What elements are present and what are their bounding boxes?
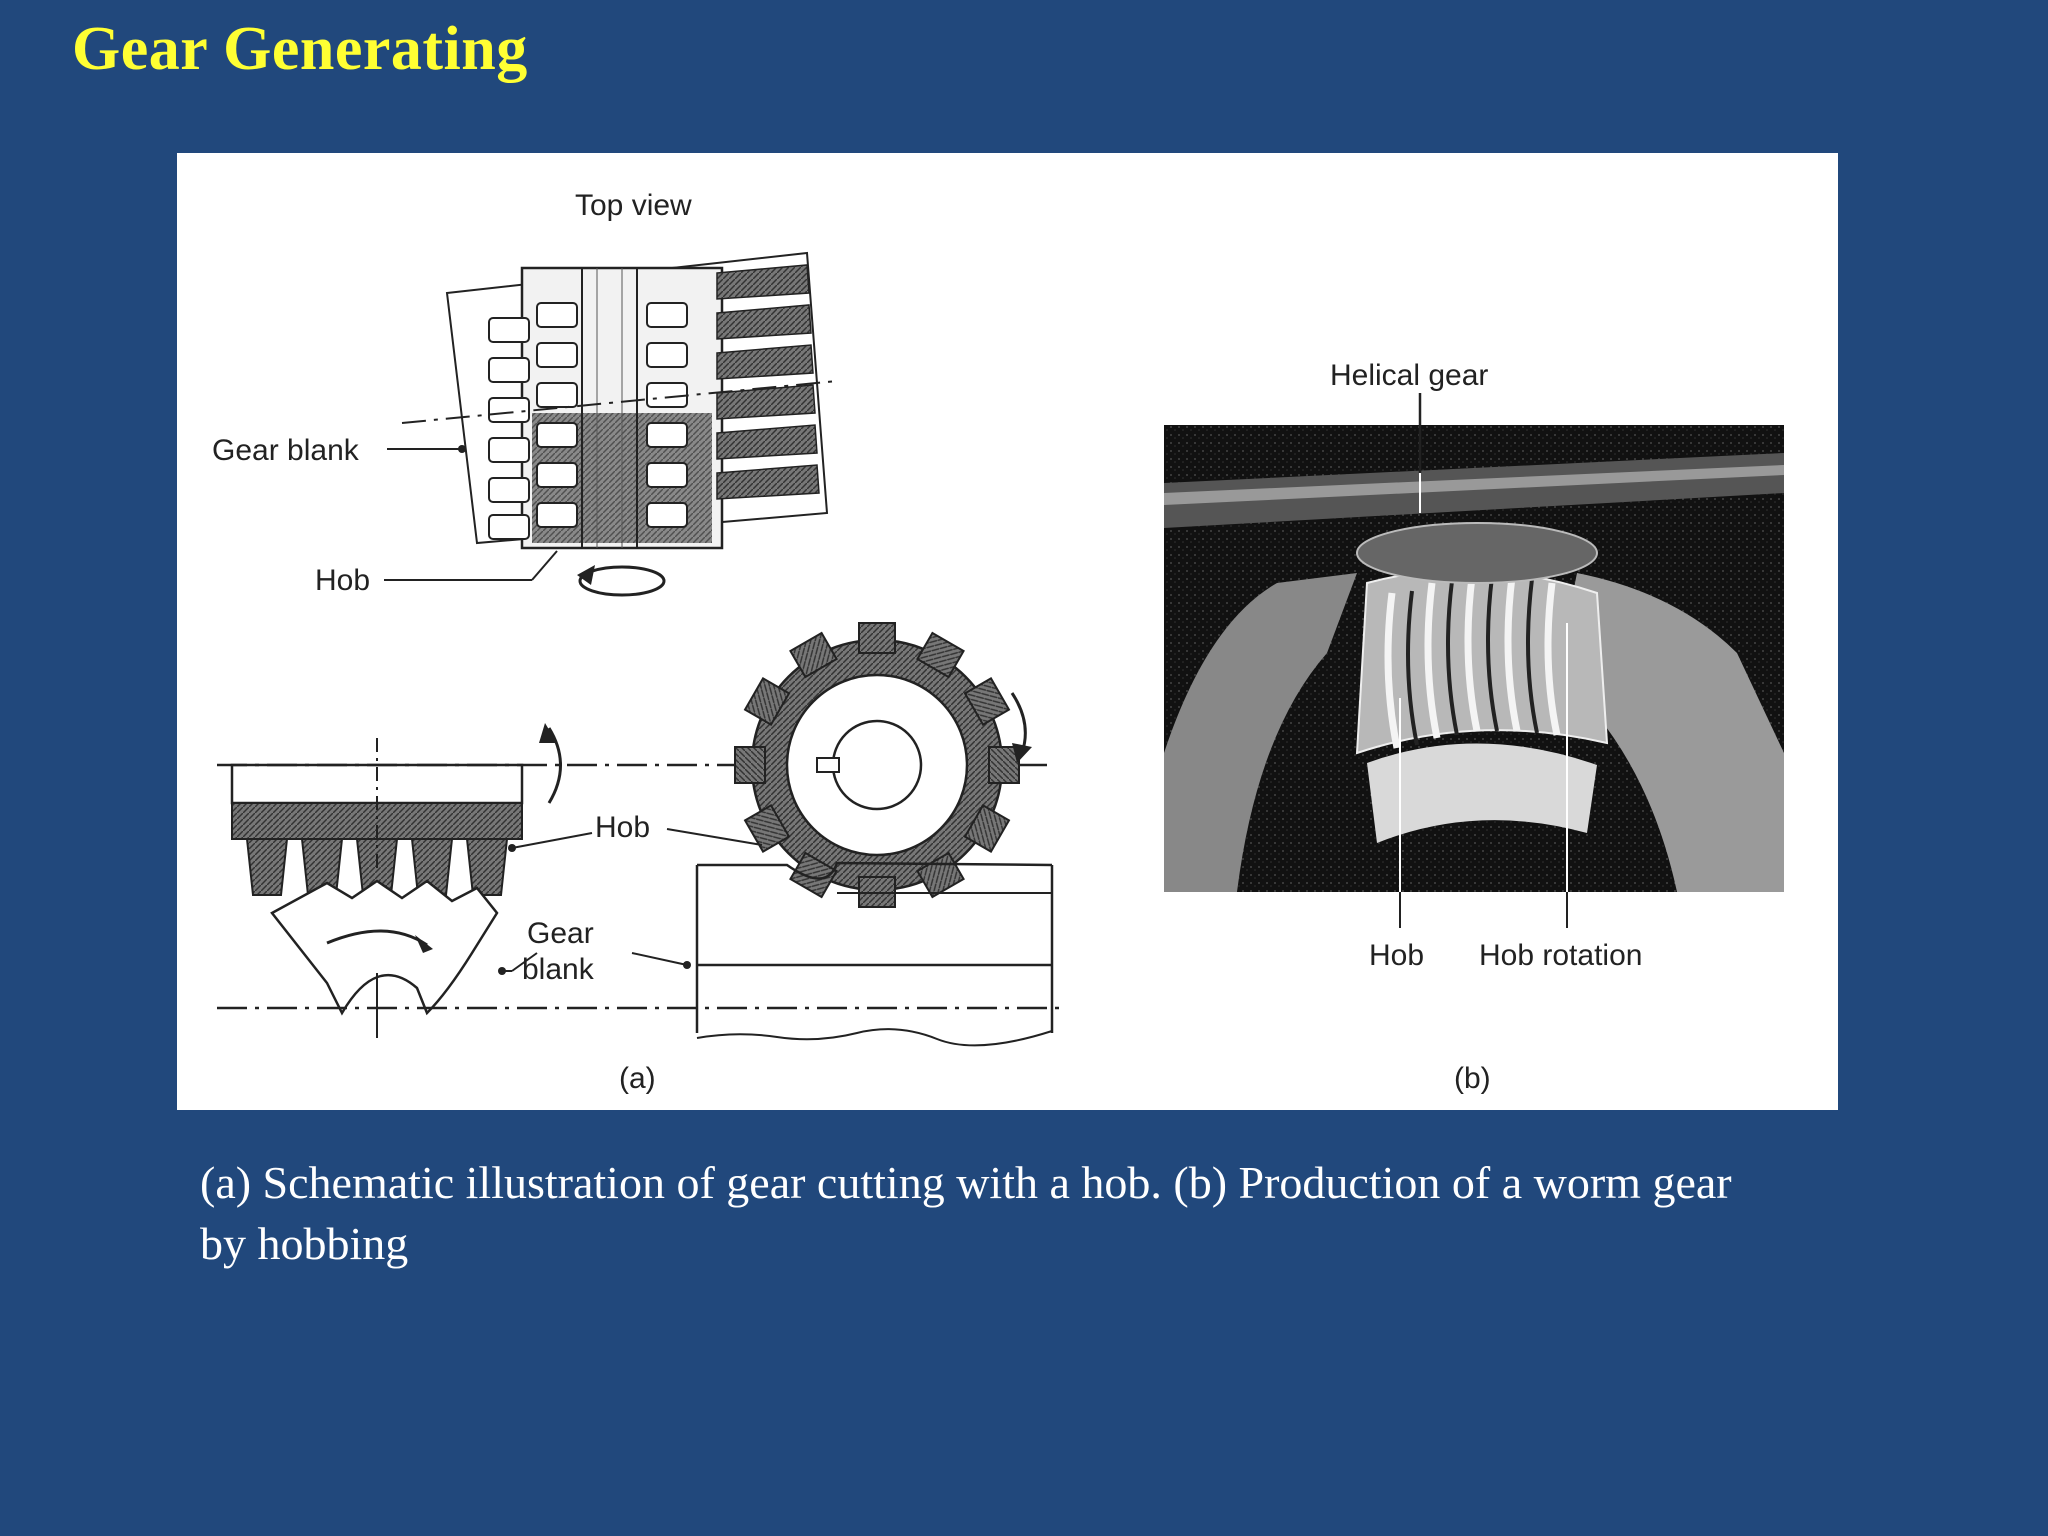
hob-rotation-label: Hob rotation	[1479, 939, 1642, 972]
panel-a-label: (a)	[619, 1062, 656, 1095]
hob-top-label: Hob	[315, 564, 370, 597]
figure-caption: (a) Schematic illustration of gear cutti…	[200, 1157, 1732, 1269]
hob-photo-label: Hob	[1369, 939, 1424, 972]
hobbing-photo: Helical gear Hob Hob rotation (b)	[1164, 359, 1784, 1095]
gear-blank-top-label: Gear blank	[212, 434, 360, 467]
helical-gear-label: Helical gear	[1330, 359, 1488, 392]
panel-b-label: (b)	[1454, 1062, 1491, 1095]
gear-blank-side-label-line1: Gear	[527, 917, 594, 950]
slide-title: Gear Generating	[72, 15, 528, 83]
hob-cutter-wheel	[734, 622, 1020, 908]
top-view-label: Top view	[575, 189, 692, 222]
hobbing-figure: Top view	[212, 189, 1784, 1095]
top-view-drawing: Top view	[212, 189, 838, 597]
figure-panel: Top view	[177, 153, 1838, 1110]
side-view-drawing: Hob Gear blank	[217, 622, 1067, 1095]
gear-blank-side-label-line2: blank	[522, 953, 595, 986]
hob-side-label: Hob	[595, 811, 650, 844]
